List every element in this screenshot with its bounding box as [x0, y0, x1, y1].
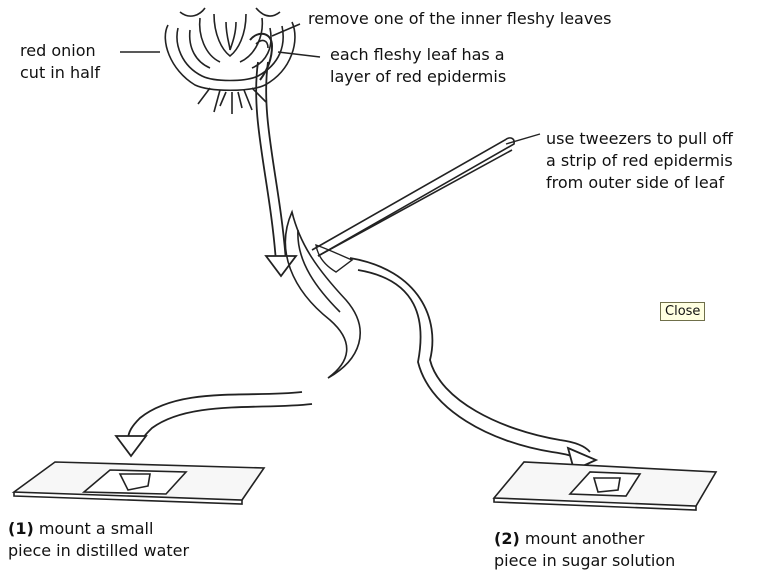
label-fleshy-leaf: each fleshy leaf has a layer of red epid…	[330, 44, 506, 88]
arrows-to-slides	[116, 258, 596, 470]
label-mount-1-line2: piece in distilled water	[8, 540, 189, 562]
label-red-onion: red onion cut in half	[20, 40, 100, 84]
label-pointers	[120, 24, 320, 57]
tweezers-drawing	[312, 134, 540, 256]
label-mount-1-line1: mount a small	[39, 519, 154, 538]
label-tweezers-line3: from outer side of leaf	[546, 172, 733, 194]
label-red-onion-line2: cut in half	[20, 62, 100, 84]
label-tweezers-line2: a strip of red epidermis	[546, 150, 733, 172]
label-red-onion-line1: red onion	[20, 40, 100, 62]
label-mount-2-line1: mount another	[525, 529, 645, 548]
label-fleshy-leaf-line1: each fleshy leaf has a	[330, 44, 506, 66]
onion-half-drawing	[165, 8, 295, 114]
label-mount-2: (2) mount another piece in sugar solutio…	[494, 528, 675, 572]
slide-1	[14, 462, 264, 504]
slide-2	[494, 462, 716, 510]
arrow-onion-to-leaf	[256, 62, 296, 276]
label-mount-2-line2: piece in sugar solution	[494, 550, 675, 572]
label-mount-2-number: (2)	[494, 529, 520, 548]
fleshy-leaf-drawing	[285, 212, 360, 378]
label-mount-1: (1) mount a small piece in distilled wat…	[8, 518, 189, 562]
label-mount-1-number: (1)	[8, 519, 34, 538]
label-fleshy-leaf-line2: layer of red epidermis	[330, 66, 506, 88]
label-tweezers: use tweezers to pull off a strip of red …	[546, 128, 733, 194]
label-remove-leaf: remove one of the inner fleshy leaves	[308, 8, 611, 30]
label-tweezers-line1: use tweezers to pull off	[546, 128, 733, 150]
close-button[interactable]: Close	[660, 302, 705, 321]
